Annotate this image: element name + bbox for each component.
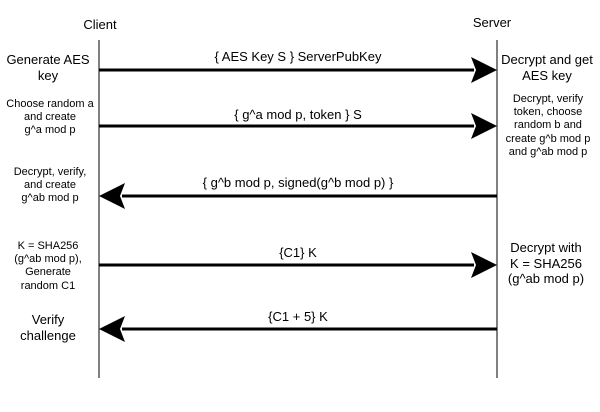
- message-label-5: {C1 + 5} K: [268, 309, 328, 324]
- note-line: Verify: [31, 312, 65, 327]
- note-line: g^ab mod p: [21, 192, 79, 205]
- note-line: random b and: [514, 119, 582, 132]
- message-arrow-3: [99, 183, 497, 209]
- note-line: Generate: [25, 266, 71, 279]
- client-note-3: Decrypt, verify, and create g^ab mod p: [0, 166, 100, 206]
- note-line: (g^ab mod p),: [14, 253, 82, 266]
- message-arrow-2: [99, 113, 497, 139]
- note-line: key: [37, 67, 59, 83]
- note-line: Decrypt, verify: [512, 93, 584, 105]
- note-line: Decrypt, verify,: [13, 166, 87, 178]
- note-line: token, choose: [513, 106, 583, 119]
- note-line: Decrypt and get: [501, 52, 593, 67]
- note-line: Choose random a: [6, 98, 94, 110]
- client-note-1: Generate AES key: [0, 52, 96, 83]
- message-arrow-1: [99, 57, 497, 83]
- note-line: create g^b mod p: [505, 132, 591, 145]
- note-line: Decrypt with: [510, 240, 582, 255]
- message-label-1: { AES Key S } ServerPubKey: [214, 49, 382, 64]
- message-arrow-4: [99, 252, 497, 278]
- message-label-2: { g^a mod p, token } S: [234, 107, 362, 122]
- note-line: challenge: [20, 327, 76, 343]
- server-header: Server: [472, 15, 512, 30]
- note-line: and g^ab mod p: [508, 145, 588, 158]
- server-note-2: Decrypt, verify token, choose random b a…: [496, 93, 600, 159]
- note-line: g^a mod p: [24, 124, 76, 137]
- note-line: K = SHA256: [510, 255, 582, 271]
- client-note-2: Choose random a and create g^a mod p: [0, 98, 100, 138]
- note-line: and create: [24, 111, 76, 124]
- note-line: (g^ab mod p): [507, 271, 585, 287]
- note-line: random C1: [20, 279, 76, 292]
- message-label-4: {C1} K: [279, 245, 317, 260]
- server-note-3: Decrypt with K = SHA256 (g^ab mod p): [494, 240, 598, 287]
- client-note-4: K = SHA256 (g^ab mod p), Generate random…: [0, 240, 96, 293]
- server-note-1: Decrypt and get AES key: [494, 52, 600, 83]
- message-arrow-5: [99, 316, 497, 342]
- note-line: K = SHA256: [17, 240, 79, 252]
- note-line: Generate AES: [6, 52, 90, 67]
- client-note-5: Verify challenge: [0, 312, 96, 343]
- note-line: AES key: [522, 67, 572, 83]
- note-line: and create: [24, 179, 76, 192]
- client-header: Client: [83, 17, 117, 32]
- message-label-3: { g^b mod p, signed(g^b mod p) }: [202, 175, 394, 190]
